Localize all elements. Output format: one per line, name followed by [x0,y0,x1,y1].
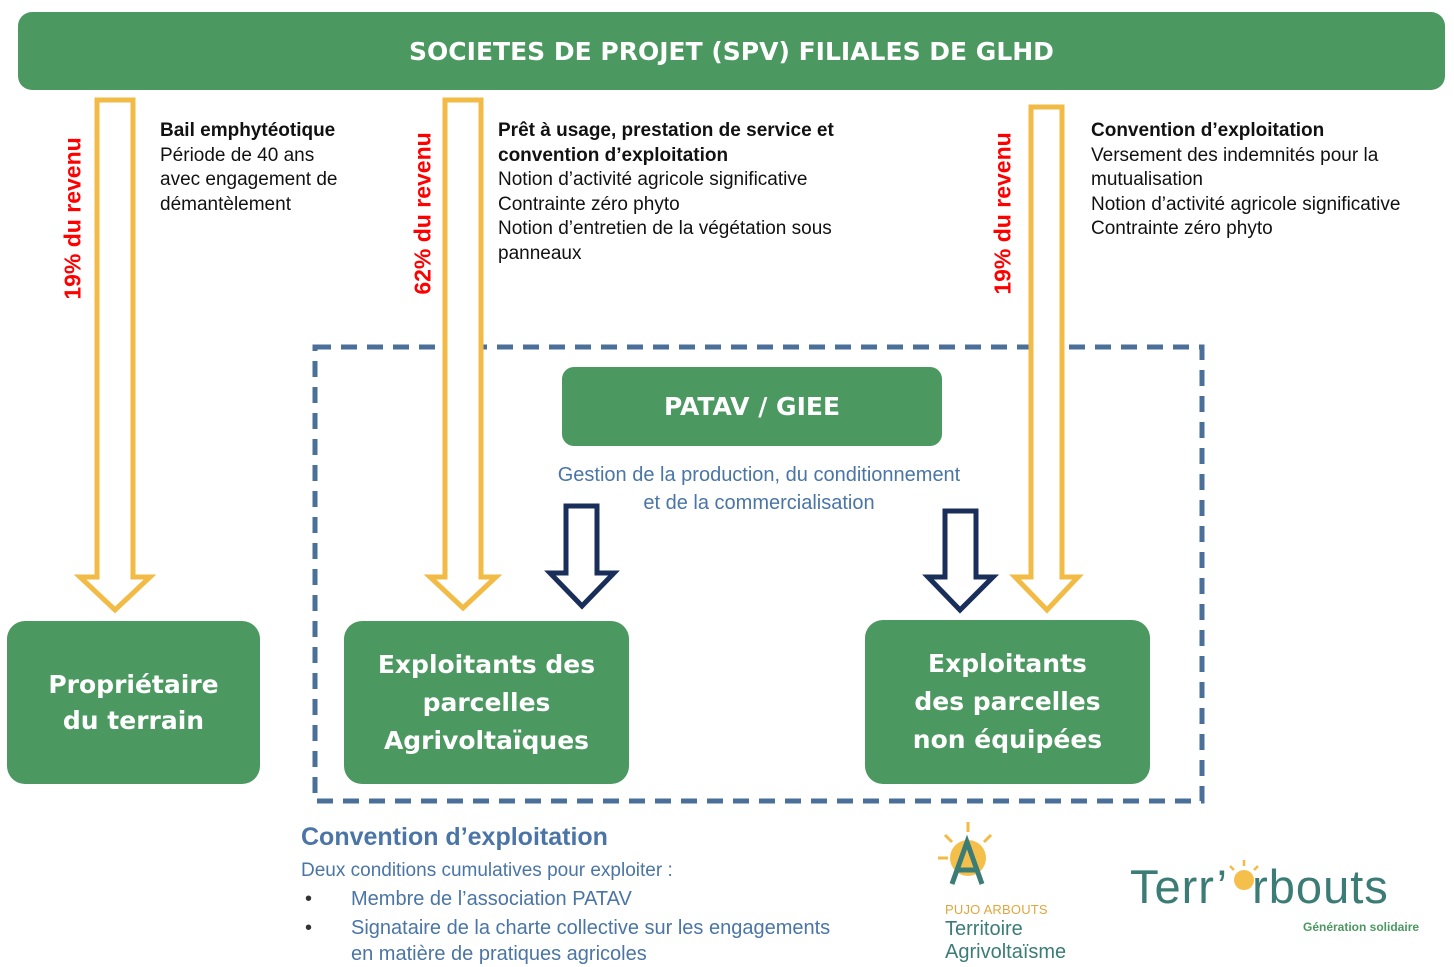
note-line: Versement des indemnités pour la [1091,144,1379,166]
note-line: Contrainte zéro phyto [498,193,680,215]
note-line: démantèlement [160,193,291,215]
patav-label: PATAV / GIEE [663,392,841,421]
note-line: panneaux [498,242,582,264]
pujo-logo-brand: PUJO ARBOUTS [945,902,1048,917]
bullet-dot: • [305,888,313,910]
pujo-logo-line1: Territoire [945,918,1023,940]
nonequip-line: Exploitants [928,649,1087,678]
revenue-arrow-owner [73,97,157,614]
bullet-text: en matière de pratiques agricoles [351,943,647,965]
owner-box: Propriétaire du terrain [7,621,260,784]
note-line: Période de 40 ans [160,144,315,166]
spv-header: SOCIETES DE PROJET (SPV) FILIALES DE GLH… [18,12,1445,90]
patav-arrow-agri [544,503,620,610]
agri-line: parcelles [422,687,551,717]
note-line: mutualisation [1091,169,1203,190]
patav-dashed-frame [312,344,1205,804]
convention-title: Convention d’exploitation [301,823,608,851]
terr-sun-icon [1229,860,1259,890]
note-line: Notion d’entretien de la végétation sous [498,218,832,239]
owner-line: du terrain [62,705,205,735]
pujo-logo-line2: Agrivoltaïsme [945,941,1067,963]
agri-line: Exploitants des [377,649,596,679]
sun-a-logo-icon [938,822,993,885]
convention-subtitle: Deux conditions cumulatives pour exploit… [301,860,673,881]
note-line: Notion d’activité agricole significative [1091,193,1401,215]
revenue-label-owner: 19% du revenu [59,137,86,300]
agri-line: Agrivoltaïques [383,725,590,755]
patav-box: PATAV / GIEE [562,367,942,446]
note-bail-title: Bail emphytéotique [160,120,336,141]
patav-desc-line: Gestion de la production, du conditionne… [557,464,961,486]
terr-logo-prefix: Terr’ [1130,860,1229,913]
nonequip-line: des parcelles [914,687,1101,716]
convention-bullet-continuation: en matière de pratiques agricoles [351,941,647,967]
owner-line: Propriétaire [48,669,219,699]
note-pret-title-2: convention d’exploitation [498,144,729,166]
revenue-label-nonequip: 19% du revenu [989,132,1016,295]
bullet-text: Membre de l’association PATAV [351,888,632,910]
spv-title: SOCIETES DE PROJET (SPV) FILIALES DE GLH… [409,36,1054,66]
patav-description: Gestion de la production, du conditionne… [500,461,1018,517]
note-line: Contrainte zéro phyto [1091,218,1273,239]
convention-bullet: • Signataire de la charte collective sur … [305,915,831,941]
non-equipped-farmers-box: Exploitants des parcelles non équipées [865,620,1150,784]
bullet-text: Signataire de la charte collective sur l… [351,917,831,939]
convention-bullet: • Membre de l’association PATAV [305,886,632,912]
note-convention-title: Convention d’exploitation [1091,120,1325,141]
note-convention: Convention d’exploitation Versement des … [1091,119,1400,242]
terr-logo-suffix: rbouts [1252,860,1389,913]
revenue-label-agri: 62% du revenu [409,132,436,295]
bullet-dot: • [305,917,313,939]
note-pret-title: Prêt à usage, prestation de service et [498,120,834,141]
terr-arbouts-logo: Terr’ rbouts [1130,859,1389,914]
patav-desc-line: et de la commercialisation [643,492,875,514]
revenue-arrow-agri [423,97,503,612]
terr-logo-tagline: Génération solidaire [1303,920,1420,934]
nonequip-line: non équipées [912,725,1103,754]
patav-arrow-nonequip [922,508,1000,614]
note-line: Notion d’activité agricole significative [498,169,808,190]
agrivoltaic-farmers-box: Exploitants des parcelles Agrivoltaïques [344,621,629,784]
note-pret: Prêt à usage, prestation de service et c… [498,119,834,266]
revenue-arrow-nonequip [1009,104,1084,614]
note-line: avec engagement de [160,169,338,190]
note-bail: Bail emphytéotique Période de 40 ans ave… [160,119,337,217]
